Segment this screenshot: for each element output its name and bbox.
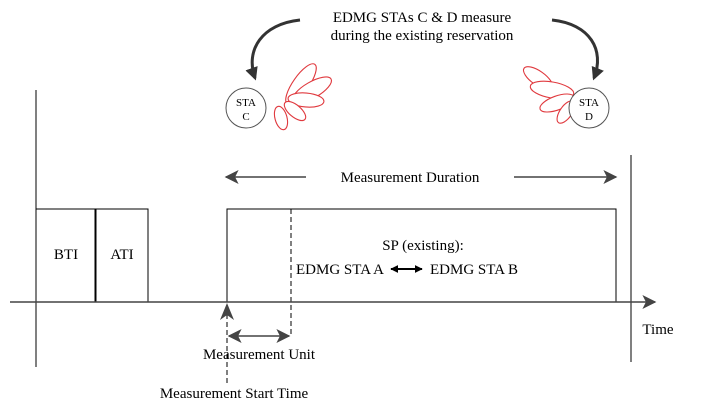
sp-block <box>226 208 617 303</box>
time-axis-label: Time <box>642 322 673 338</box>
measurement-start-arrow-icon <box>220 303 234 320</box>
curved-arrow-to-sta-c <box>245 18 301 81</box>
curved-arrow-to-sta-d <box>551 18 604 81</box>
sta-c-label-line-2: C <box>242 111 249 123</box>
sta-d-beam-pattern-icon <box>522 66 576 124</box>
bti-block <box>35 208 96 303</box>
sp-right-station: EDMG STA B <box>430 262 518 278</box>
sta-d-circle <box>568 87 610 129</box>
measurement-start-time-label: Measurement Start Time <box>160 386 309 402</box>
sta-c-label-line-1: STA <box>236 97 256 109</box>
sta-c-beam-pattern-icon <box>273 63 333 131</box>
measurement-duration-label: Measurement Duration <box>341 170 480 186</box>
sta-c-group: STA C <box>225 63 333 131</box>
bti-label: BTI <box>54 247 78 263</box>
ati-block <box>95 208 149 303</box>
sta-d-label-line-1: STA <box>579 97 599 109</box>
callout-line-2: during the existing reservation <box>331 28 514 44</box>
measurement-unit-label: Measurement Unit <box>203 347 316 363</box>
sp-label: SP (existing): <box>382 238 464 254</box>
ati-label: ATI <box>110 247 133 263</box>
sp-left-station: EDMG STA A <box>296 262 384 278</box>
sta-d-group: STA D <box>522 66 610 129</box>
sta-d-label-line-2: D <box>585 111 593 123</box>
callout-line-1: EDMG STAs C & D measure <box>333 10 512 26</box>
sta-c-circle <box>225 87 267 129</box>
